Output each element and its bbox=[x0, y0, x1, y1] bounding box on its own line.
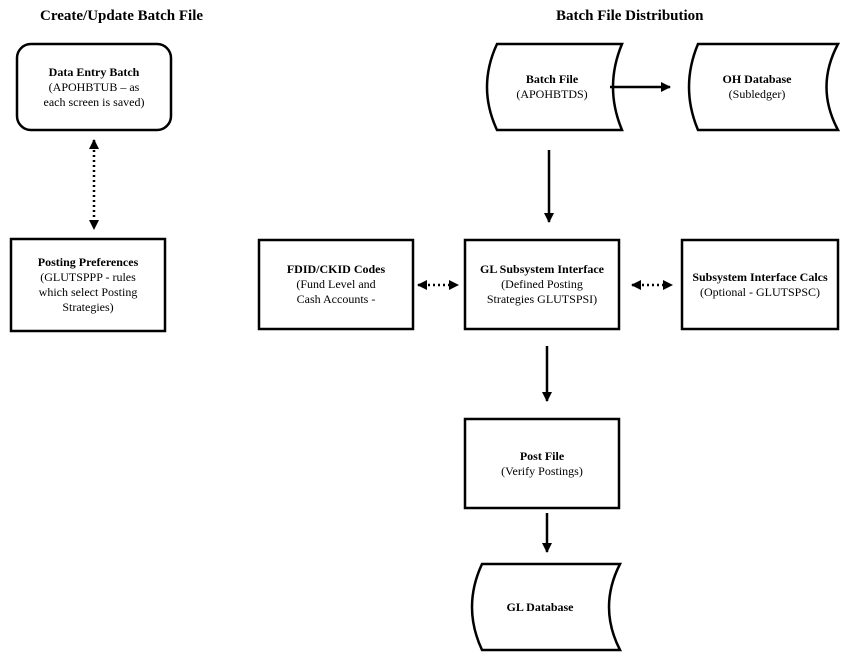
node-title: OH Database bbox=[722, 72, 792, 86]
node-body-line: each screen is saved) bbox=[43, 94, 145, 109]
node-post-file: Post File (Verify Postings) bbox=[465, 419, 619, 508]
node-data-entry-batch-shape bbox=[15, 42, 173, 132]
node-gl-database-shape bbox=[470, 562, 623, 652]
node-data-entry-batch: Data Entry Batch (APOHBTUB – as each scr… bbox=[17, 44, 171, 130]
node-title: GL Subsystem Interface bbox=[480, 262, 604, 276]
node-title: GL Database bbox=[506, 599, 574, 614]
heading-create-update: Create/Update Batch File bbox=[40, 8, 204, 24]
node-title: Data Entry Batch bbox=[48, 64, 140, 79]
node-posting-preferences: Posting Preferences (GLUTSPPP - rules wh… bbox=[11, 239, 165, 331]
node-fdid-ckid-shape bbox=[257, 238, 415, 331]
node-subsystem-interface-calcs: Subsystem Interface Calcs (Optional - GL… bbox=[692, 240, 828, 329]
node-body-line: (APOHBTDS) bbox=[516, 87, 588, 101]
node-posting-preferences-shape bbox=[9, 237, 167, 333]
node-gl-subsystem-shape bbox=[463, 238, 621, 331]
node-body-line: Strategies GLUTSPSI) bbox=[486, 292, 598, 306]
node-title: Post File bbox=[519, 448, 565, 463]
node-batch-file-shape bbox=[485, 42, 624, 132]
node-body-line: (Defined Posting bbox=[501, 277, 583, 291]
node-title: Subsystem Interface Calcs bbox=[692, 269, 828, 284]
node-fdid-ckid-codes: FDID/CKID Codes (Fund Level and Cash Acc… bbox=[259, 240, 413, 329]
node-body-line: Strategies) bbox=[62, 300, 114, 314]
heading-distribution: Batch File Distribution bbox=[556, 8, 704, 24]
node-oh-database-shape bbox=[687, 42, 841, 132]
node-title: FDID/CKID Codes bbox=[286, 262, 386, 276]
node-body-line: (Optional - GLUTSPSC) bbox=[700, 284, 820, 299]
node-oh-database: OH Database (Subledger) bbox=[690, 44, 824, 130]
node-gl-subsystem-interface: GL Subsystem Interface (Defined Posting … bbox=[475, 240, 609, 329]
node-body-line: (Verify Postings) bbox=[501, 463, 583, 478]
node-body-line: (GLUTSPPP - rules bbox=[40, 270, 136, 284]
node-body-line: (APOHBTUB – as bbox=[48, 79, 140, 94]
node-post-file-shape bbox=[463, 417, 621, 510]
node-title: Batch File bbox=[525, 72, 579, 86]
node-body-line: (Subledger) bbox=[728, 87, 786, 101]
node-body-line: Cash Accounts - bbox=[296, 292, 376, 306]
node-body-line: (Fund Level and bbox=[296, 277, 376, 291]
node-body-line: which select Posting bbox=[38, 285, 138, 299]
node-gl-database: GL Database bbox=[474, 564, 606, 650]
node-batch-file: Batch File (APOHBTDS) bbox=[490, 44, 614, 130]
node-title: Posting Preferences bbox=[37, 255, 139, 269]
node-subsystem-calcs-shape bbox=[680, 238, 840, 331]
